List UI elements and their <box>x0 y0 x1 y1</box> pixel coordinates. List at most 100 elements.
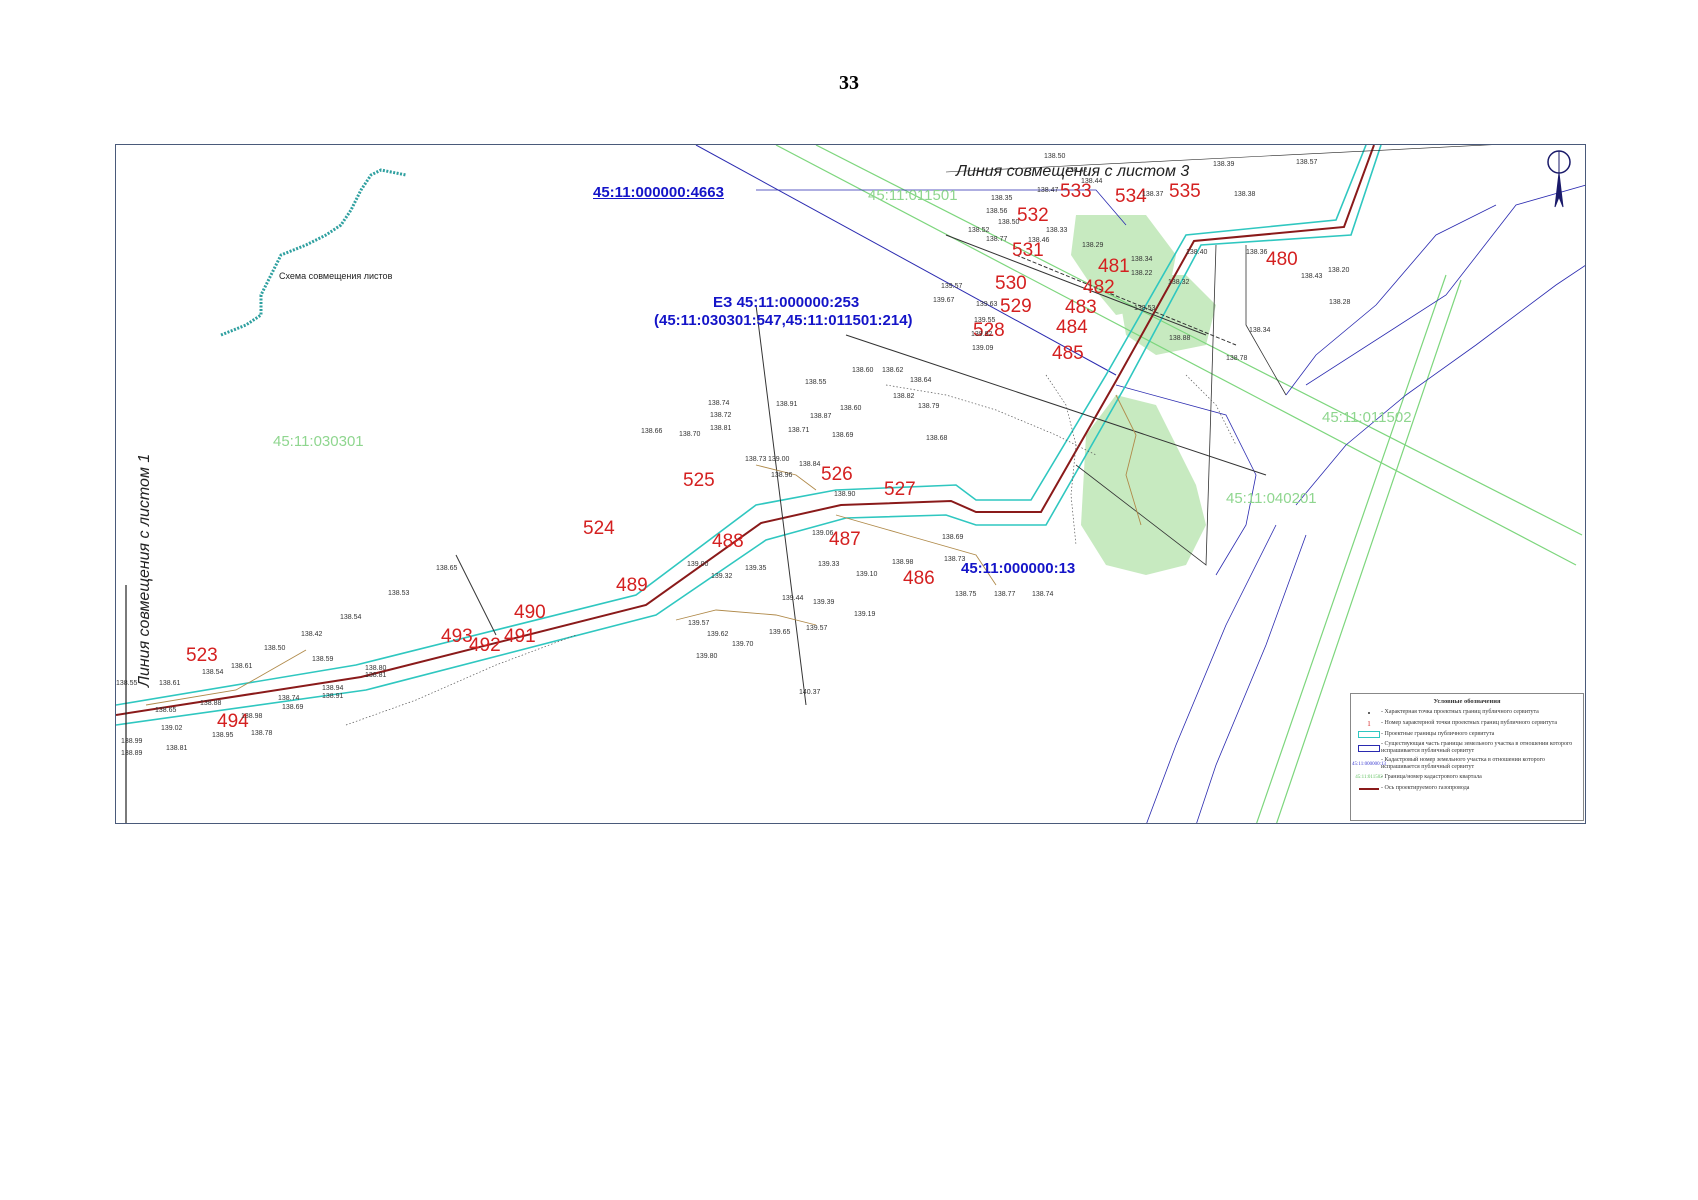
elevation-mark: 138.22 <box>1131 270 1153 277</box>
contour-line <box>675 609 817 626</box>
point-number: 530 <box>995 273 1027 294</box>
elevation-mark: 138.53 <box>388 590 410 597</box>
elevation-mark: 139.10 <box>856 571 878 578</box>
elevation-mark: 138.74 <box>278 695 300 702</box>
elevation-mark: 139.57 <box>941 283 963 290</box>
parcel-boundary <box>756 189 1127 226</box>
point-number: 494 <box>217 711 249 732</box>
elevation-mark: 138.91 <box>776 401 798 408</box>
legend-text: - Характерная точка проектных границ пуб… <box>1381 709 1539 715</box>
cadastral-number-sample: 45:11:000000:13 <box>1352 761 1386 767</box>
dotted-contour <box>1185 374 1237 446</box>
elevation-mark: 138.40 <box>1186 249 1208 256</box>
utility-line <box>755 304 807 706</box>
utility-line <box>1075 244 1217 566</box>
elevation-mark: 138.57 <box>1296 159 1318 166</box>
parcel-boundary <box>1115 384 1257 576</box>
cadastral-number-13: 45:11:000000:13 <box>961 560 1076 577</box>
gas-axis-icon <box>1357 784 1381 793</box>
legend-text: - Проектные границы публичного сервитута <box>1381 731 1495 737</box>
elevation-mark: 138.60 <box>852 367 874 374</box>
point-number: 491 <box>504 626 536 647</box>
point-number: 489 <box>616 575 648 596</box>
elevation-mark: 138.77 <box>994 591 1016 598</box>
elevation-mark: 139.57 <box>688 620 710 627</box>
point-number: 481 <box>1098 256 1130 277</box>
elevation-mark: 138.69 <box>282 704 304 711</box>
point-number: 523 <box>186 645 218 666</box>
elevation-mark: 139.32 <box>711 573 733 580</box>
legend-row: 45:11:000000:13 - Кадастровый номер земе… <box>1352 757 1577 771</box>
vegetation-patch <box>1081 395 1206 575</box>
elevation-mark: 138.69 <box>832 432 854 439</box>
dotted-contour <box>885 384 1097 456</box>
legend-title: Условные обозначения <box>1433 698 1501 705</box>
elevation-mark: 139.09 <box>972 345 994 352</box>
parcel-boundary <box>1285 204 1497 396</box>
utility-line <box>845 334 1267 476</box>
legend-row: - Существующая часть границы земельного … <box>1357 741 1577 755</box>
contour-line <box>1115 394 1142 526</box>
point-number: 532 <box>1017 205 1049 226</box>
point-number: 483 <box>1065 297 1097 318</box>
contour-line <box>755 464 817 491</box>
elevation-mark: 138.65 <box>155 707 177 714</box>
quarter-label-030301: 45:11:030301 <box>273 433 364 450</box>
legend-text: - Граница/номер кадастрового квартала <box>1381 774 1482 780</box>
elevation-mark: 138.98 <box>892 559 914 566</box>
parcel-boundary <box>695 145 1117 376</box>
cyan-boundary-icon <box>1357 730 1381 739</box>
elevation-mark: 138.89 <box>121 750 143 757</box>
parcel-boundary <box>1146 524 1277 823</box>
quarter-number-sample: 45:11:011502 <box>1355 775 1383 780</box>
elevation-mark: 138.88 <box>1169 335 1191 342</box>
elevation-mark: 139.02 <box>161 725 183 732</box>
easement-number-253: ЕЗ 45:11:000000:253 <box>713 294 860 311</box>
point-number: 531 <box>1012 240 1044 261</box>
point-number: 528 <box>973 320 1005 341</box>
elevation-mark: 138.38 <box>1234 191 1256 198</box>
quarter-boundary <box>1276 279 1462 823</box>
quarter-boundary <box>1256 274 1447 823</box>
point-number: 488 <box>712 531 744 552</box>
legend-text: - Существующая часть границы земельного … <box>1381 741 1573 754</box>
elevation-mark: 139.00 <box>768 456 790 463</box>
elevation-mark: 138.54 <box>340 614 362 621</box>
elevation-mark: 138.75 <box>955 591 977 598</box>
utility-line <box>945 234 1207 336</box>
elevation-mark: 138.77 <box>986 236 1008 243</box>
contour-line <box>835 514 997 586</box>
servitude-boundary <box>116 145 1382 726</box>
elevation-mark: 138.47 <box>1037 187 1059 194</box>
elevation-mark: 138.88 <box>200 700 222 707</box>
gas-pipeline-axis <box>116 145 1375 716</box>
legend-row: 1 - Номер характерной точки проектных гр… <box>1357 719 1577 728</box>
elevation-mark: 138.59 <box>312 656 334 663</box>
elevation-mark: 138.71 <box>788 427 810 434</box>
point-number: 485 <box>1052 343 1084 364</box>
elevation-mark: 139.92 <box>971 331 993 338</box>
elevation-mark: 138.50 <box>264 645 286 652</box>
legend-row: - Характерная точка проектных границ пуб… <box>1357 708 1577 717</box>
elevation-mark: 138.34 <box>1131 256 1153 263</box>
elevation-mark: 138.94 <box>322 685 344 692</box>
elevation-mark: 138.55 <box>805 379 827 386</box>
elevation-mark: 138.52 <box>968 227 990 234</box>
elevation-mark: 138.35 <box>991 195 1013 202</box>
elevation-mark: 138.29 <box>1082 242 1104 249</box>
elevation-mark: 138.73 <box>944 556 966 563</box>
dotted-contour <box>345 634 577 726</box>
elevation-mark: 138.87 <box>810 413 832 420</box>
point-number: 480 <box>1266 249 1298 270</box>
elevation-mark: 138.36 <box>1246 249 1268 256</box>
point-number: 493 <box>441 626 473 647</box>
point-number: 533 <box>1060 181 1092 202</box>
point-number: 534 <box>1115 186 1147 207</box>
elevation-mark: 139.63 <box>976 301 998 308</box>
parcel-boundary <box>1295 265 1585 506</box>
point-number-sample: 1 <box>1367 719 1371 728</box>
elevation-mark: 138.44 <box>1081 178 1103 185</box>
elevation-mark: 138.60 <box>840 405 862 412</box>
quarter-label-011502: 45:11:011502 <box>1322 409 1412 426</box>
elevation-mark: 138.42 <box>301 631 323 638</box>
